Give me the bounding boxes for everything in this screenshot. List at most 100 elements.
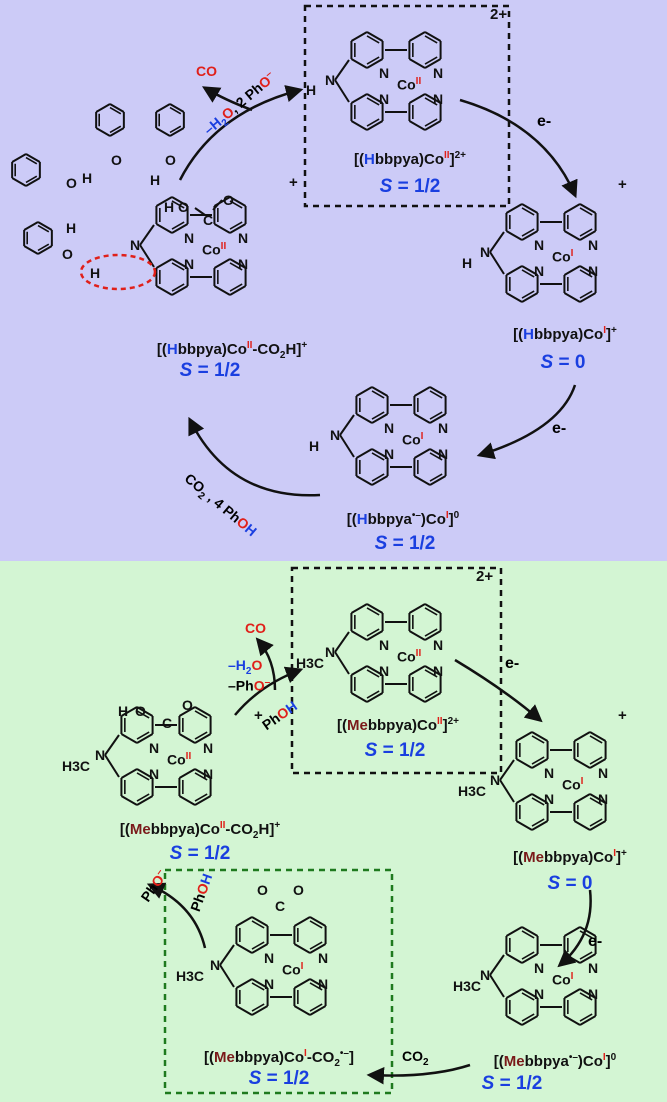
bond [194,207,206,216]
bond [521,1015,539,1026]
bond [505,1015,523,1026]
bond [235,1005,253,1016]
charge-bottom-coII: 2+ [476,568,494,585]
oxygen-atom: O [111,152,122,168]
bond [339,434,355,458]
bond [120,768,138,779]
oxygen-atom: O [66,175,77,191]
charge-top-coI: + [618,176,627,193]
bond [155,127,171,137]
amine-nitrogen: N [325,72,336,88]
bond [521,926,539,937]
bond [579,951,593,960]
e-label-top-1: e- [537,113,552,130]
bond [350,630,368,641]
bond [350,120,368,131]
bond [136,768,154,779]
label-mebbpya-coII: [(Mebbpya)CoII]2+ [337,716,459,734]
bond [169,106,182,115]
arrow-e2-top [476,384,577,460]
bond [579,953,597,964]
bond [219,964,235,988]
bond [505,265,523,276]
bond [521,992,535,1001]
nitrogen-atom: N [238,230,249,246]
spin-mebbpya-radical: S = 1/2 [481,1073,543,1094]
bond [25,153,41,163]
bond [429,411,443,420]
bond [309,916,327,927]
hydrogen-bond-highlight [79,253,157,291]
nitrogen-atom: N [588,960,599,976]
bond [531,735,545,744]
bond [515,731,533,742]
bond [194,793,208,802]
nitrogen-atom: N [379,65,390,81]
bond [355,475,373,486]
bond [171,283,185,292]
cobalt-atom: CoII [397,648,422,665]
bond [350,93,368,104]
bond [515,820,533,831]
nitrogen-atom: N [433,663,444,679]
bond [229,258,247,269]
bond [350,31,368,42]
bond [573,758,591,769]
charge-top-coII: 2+ [490,6,508,23]
label-mebbpya-coI: [(Mebbpya)CoI]+ [513,848,627,866]
bond [309,941,323,950]
hydrogen-atom: H [118,703,129,719]
bond [579,230,597,241]
nitrogen-atom: N [534,263,545,279]
bond [293,916,311,927]
bond [413,386,431,397]
bond [531,793,549,804]
bond [579,988,597,999]
bond [521,988,539,999]
spin-hbbpya-radical: S = 1/2 [374,533,436,554]
bond [589,797,603,806]
bond [155,196,173,207]
bond [579,290,593,299]
bond [136,793,150,802]
bond [505,988,523,999]
nitrogen-atom: N [433,65,444,81]
bond [194,772,208,781]
bond [424,692,442,703]
bond [371,390,385,399]
bond [109,106,122,115]
bond [229,285,247,296]
bond [424,630,442,641]
bond [521,953,539,964]
cobalt-atom: CoI [552,248,574,265]
bond [37,224,50,233]
nitrogen-atom: N [588,237,599,253]
bond [251,920,265,929]
bond [155,223,173,234]
bond [489,251,505,275]
bond [171,223,189,234]
arrow-co-release-top [201,86,253,112]
label-hbbpya-coI: [(Hbbpya)CoI]+ [513,325,617,343]
bond [251,941,265,950]
bond [579,1013,593,1022]
bond [366,607,380,616]
bond [194,706,212,717]
bond [366,665,384,676]
bond [251,1003,265,1012]
bond [579,269,593,278]
bond [350,603,368,614]
bond [355,448,373,459]
bond [171,221,185,230]
carbon-atom: C [203,212,214,228]
bond [136,710,150,719]
bond [424,118,438,127]
bond [213,258,231,269]
bond [169,103,185,113]
cobalt-atom: CoI [402,431,424,448]
bond [521,269,535,278]
co-label-bottom: CO [245,620,267,636]
bond [366,97,380,106]
charge-bottom-co2h: + [254,707,263,724]
bond [531,756,545,765]
